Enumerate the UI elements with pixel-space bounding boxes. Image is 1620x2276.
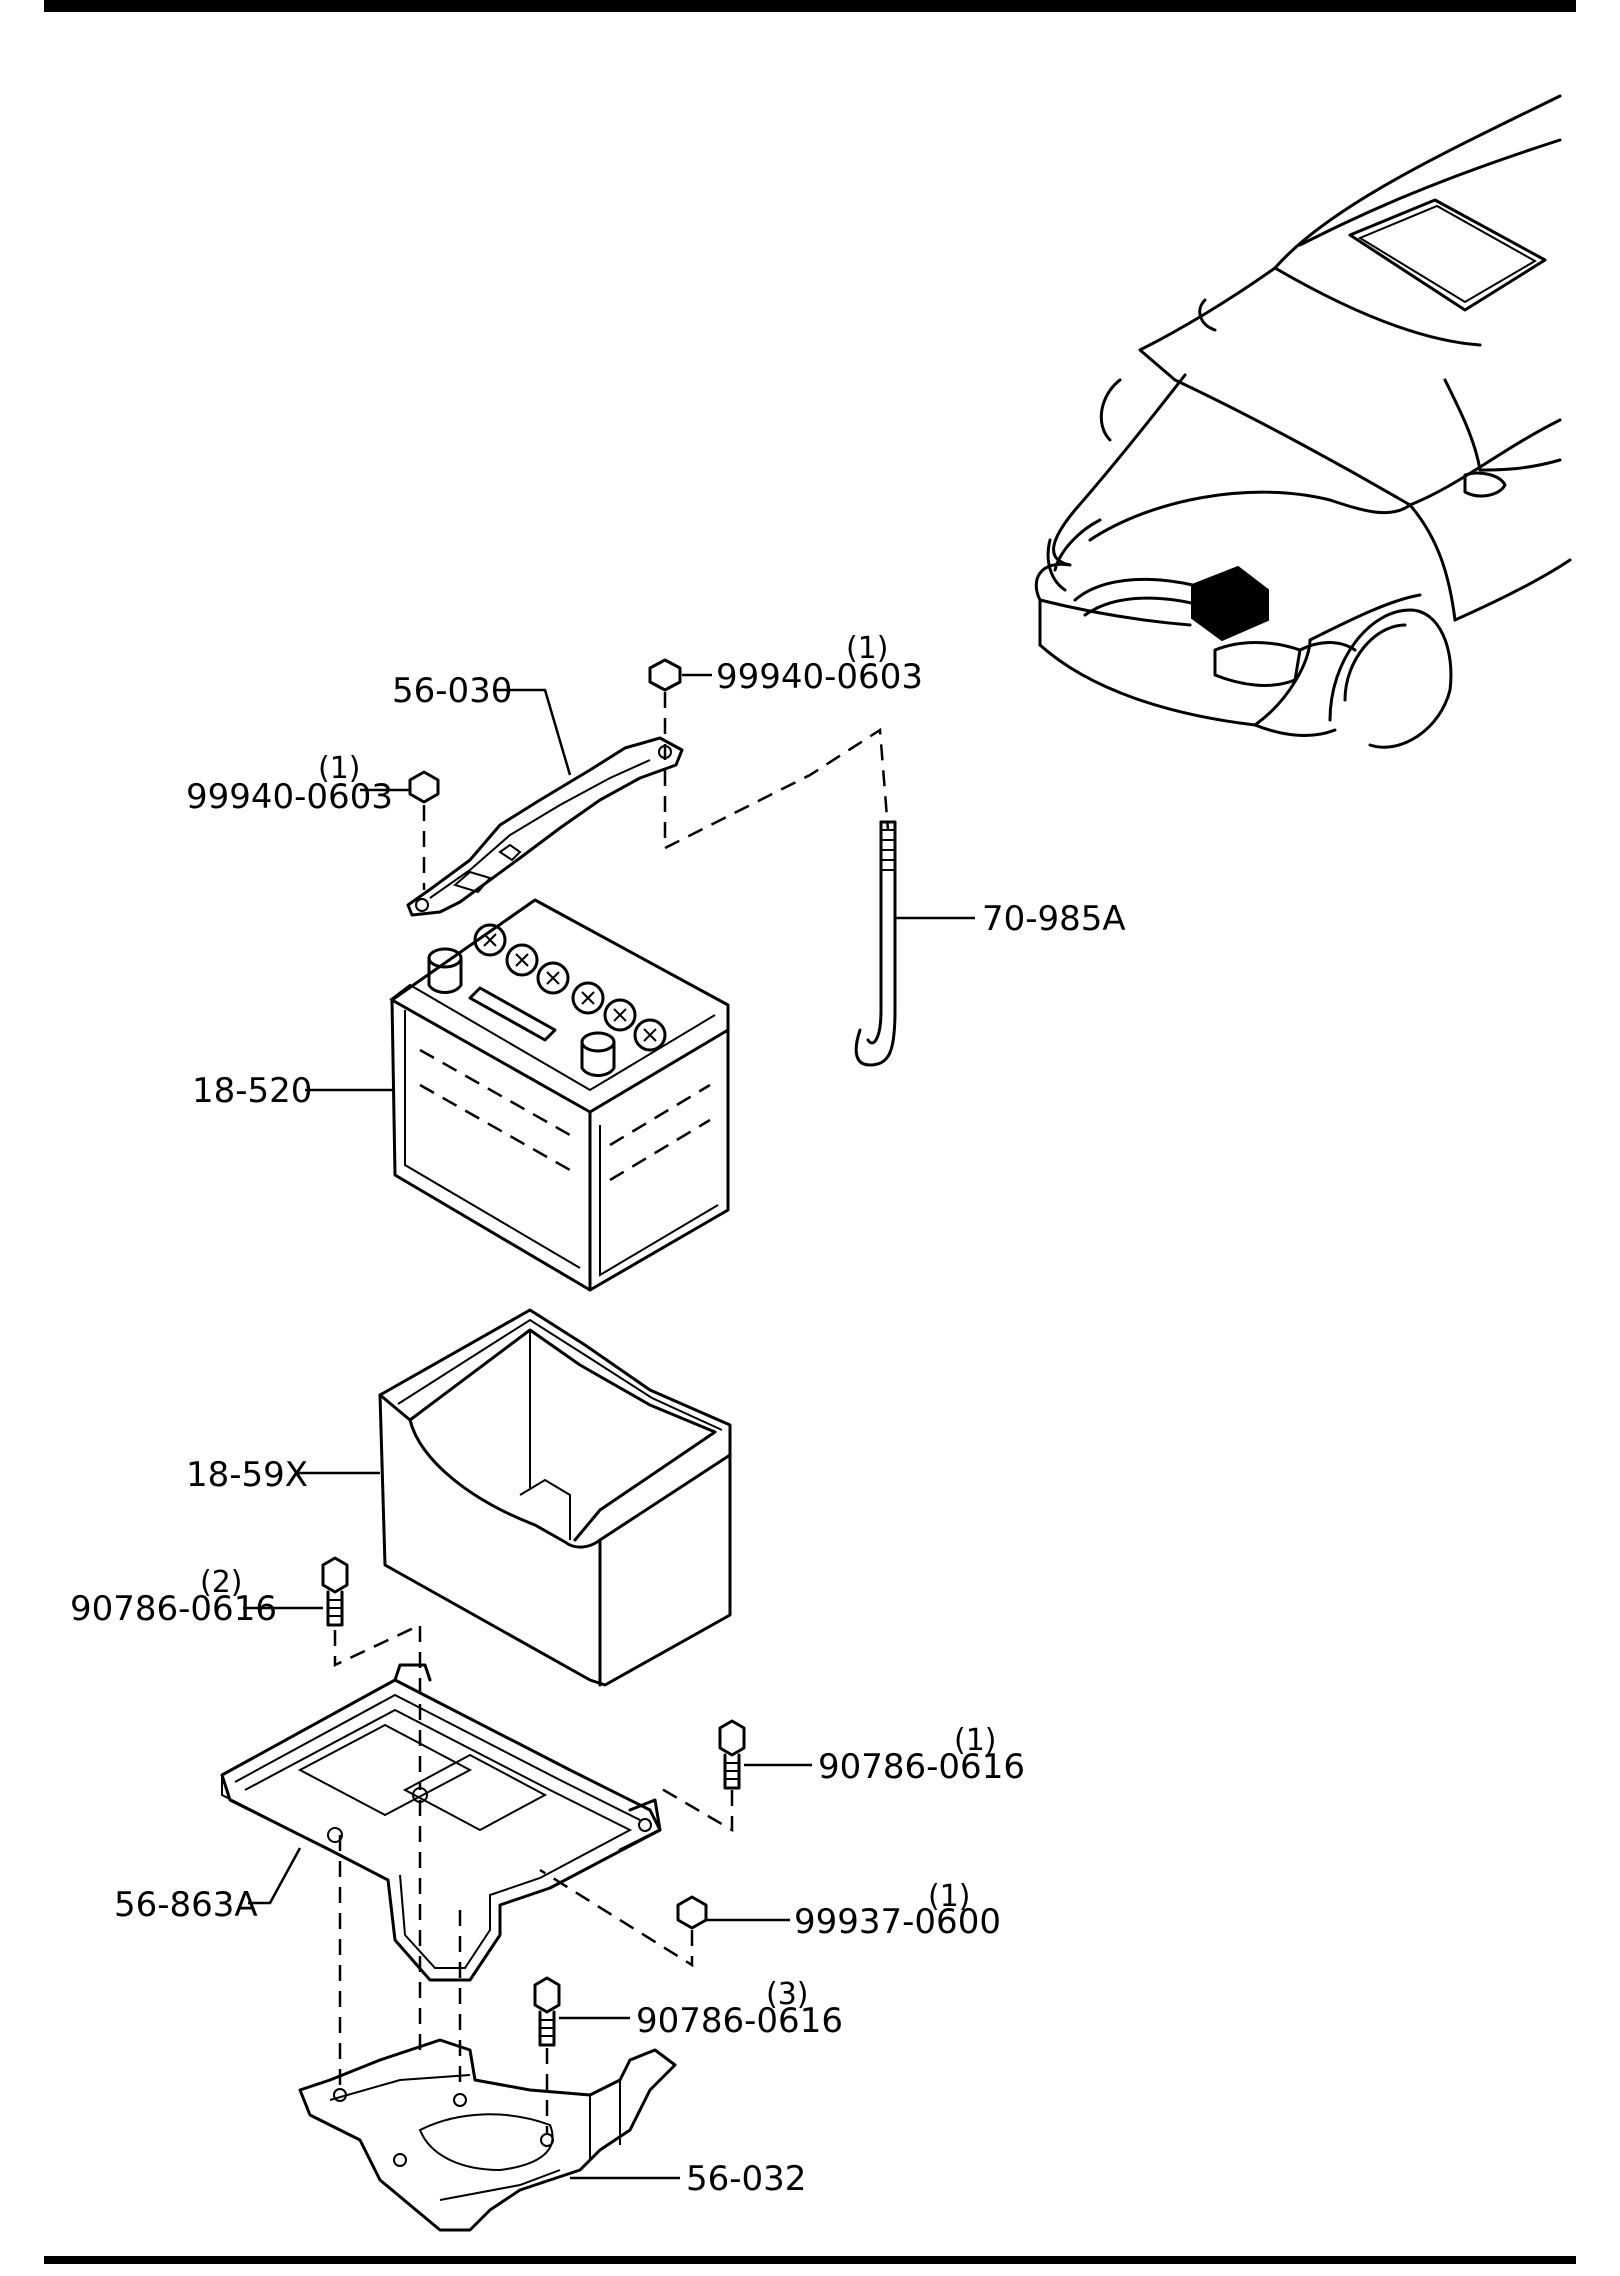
quantity-label: (3) — [766, 1977, 809, 2012]
battery-tray-bracket — [298, 2038, 677, 2232]
part-number-label: 90786-0616 — [70, 1589, 277, 1629]
leader-lines — [243, 673, 975, 2180]
part-number-label: 18-59X — [186, 1455, 308, 1495]
bolt-left — [321, 1556, 349, 1627]
part-number-label: 90786-0616 — [636, 2001, 843, 2041]
part-number-label: 18-520 — [192, 1071, 312, 1111]
top-border — [44, 0, 1576, 12]
callout-56-863A[interactable]: 56-863A — [114, 1885, 258, 1925]
callout-90786-0616-lower[interactable]: (3) 90786-0616 — [636, 1977, 843, 2041]
hold-down-rod — [854, 820, 897, 1067]
part-number-label: 56-032 — [686, 2159, 806, 2199]
bolt-right — [718, 1719, 746, 1790]
front-wheel-arch — [1328, 608, 1453, 749]
flange-nut-lower — [676, 1895, 708, 1930]
quantity-label: (1) — [846, 631, 889, 666]
part-number-label: 56-030 — [392, 671, 512, 711]
vehicle-location-drawing — [1034, 94, 1572, 749]
flange-nut-top-left — [408, 770, 440, 804]
callout-90786-0616-right[interactable]: (1) 90786-0616 — [818, 1723, 1025, 1787]
callout-99937-0600[interactable]: (1) 99937-0600 — [794, 1879, 1001, 1942]
callout-70-985A[interactable]: 70-985A — [982, 899, 1126, 939]
callout-99940-0603-right[interactable]: (1) 99940-0603 — [716, 631, 923, 697]
quantity-label: (2) — [200, 1565, 243, 1600]
callout-99940-0603-left[interactable]: (1) 99940-0603 — [186, 751, 393, 817]
battery-insulator-box — [378, 1308, 732, 1687]
sunroof-outline — [1348, 198, 1547, 312]
flange-nut-top-right — [648, 658, 682, 692]
quantity-label: (1) — [954, 1723, 997, 1758]
battery-hold-down-strap — [406, 736, 684, 917]
callout-90786-0616-left[interactable]: (2) 90786-0616 — [70, 1565, 277, 1629]
part-number-label: 99937-0600 — [794, 1902, 1001, 1942]
battery-location-marker — [1191, 565, 1269, 642]
part-number-label: 99940-0603 — [716, 657, 923, 697]
bolt-lower — [533, 1976, 561, 2047]
battery-tray — [220, 1663, 662, 1982]
part-number-label: 99940-0603 — [186, 777, 393, 817]
battery — [389, 898, 730, 1292]
part-number-label: 70-985A — [982, 899, 1126, 939]
part-number-label: 56-863A — [114, 1885, 258, 1925]
bottom-border — [44, 2256, 1576, 2264]
callout-56-032[interactable]: 56-032 — [686, 2159, 806, 2199]
quantity-label: (1) — [318, 751, 361, 786]
part-number-label: 90786-0616 — [818, 1747, 1025, 1787]
callout-18-520[interactable]: 18-520 — [192, 1071, 312, 1111]
quantity-label: (1) — [928, 1879, 971, 1914]
callout-56-030[interactable]: 56-030 — [392, 671, 512, 711]
callout-18-59X[interactable]: 18-59X — [186, 1455, 308, 1495]
